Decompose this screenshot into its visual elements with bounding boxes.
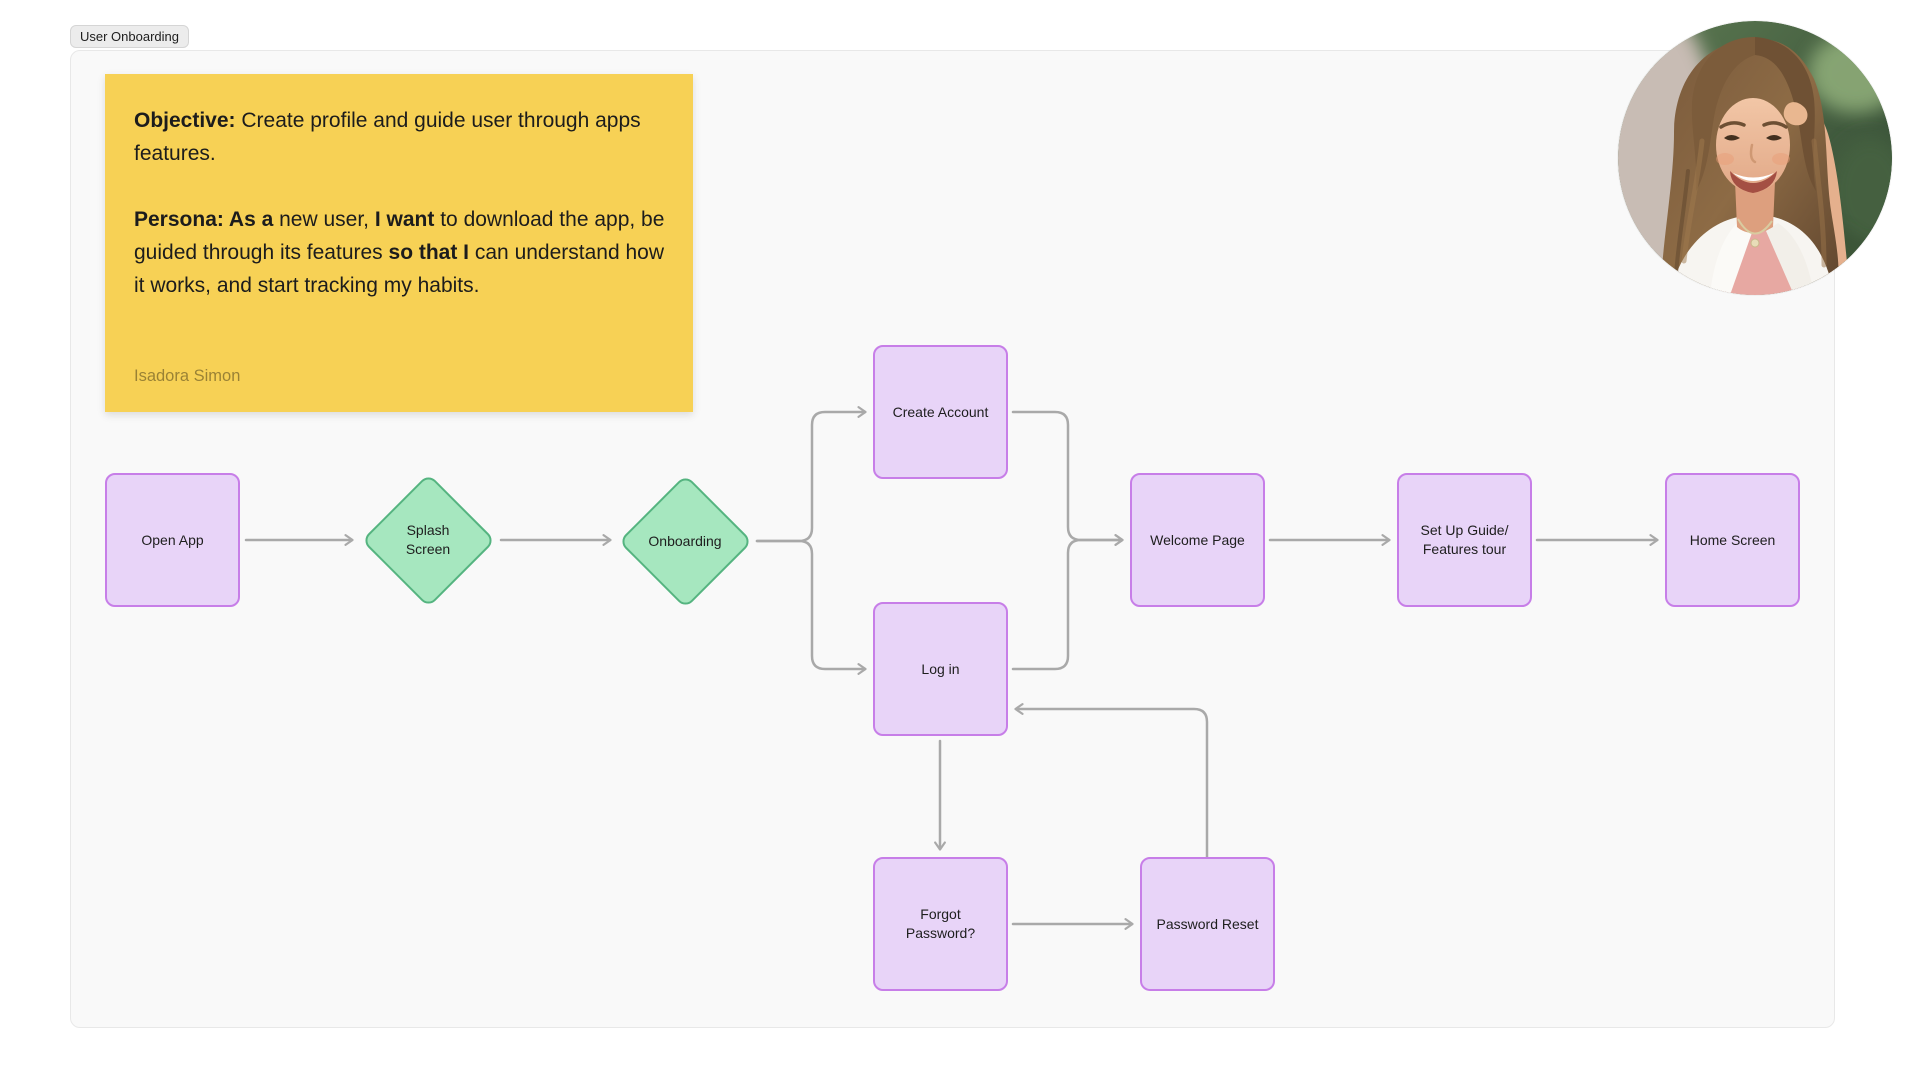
node-forgot-password[interactable]: Forgot Password? [873,857,1008,991]
connector-create-welcome[interactable] [1011,410,1124,546]
node-label: Welcome Page [1150,531,1245,548]
node-label: Password Reset [1156,915,1259,932]
sticky-note[interactable]: Objective: Create profile and guide user… [105,74,693,412]
node-open-app[interactable]: Open App [105,473,240,607]
frame-title-label: User Onboarding [80,29,179,44]
collaborator-avatar[interactable] [1618,21,1892,295]
connector-onboarding-create[interactable] [755,406,867,543]
node-password-reset[interactable]: Password Reset [1140,857,1275,991]
node-home-screen[interactable]: Home Screen [1665,473,1800,607]
node-label: Onboarding [648,532,722,549]
node-label: Forgot Password? [905,906,976,941]
node-label: Set Up Guide/ Features tour [1420,522,1509,557]
frame-title-tab[interactable]: User Onboarding [70,25,189,48]
connector-reset-login[interactable] [1014,703,1209,859]
node-welcome-page[interactable]: Welcome Page [1130,473,1265,607]
node-log-in[interactable]: Log in [873,602,1008,736]
node-label: Home Screen [1689,531,1776,548]
sticky-author-label: Isadora Simon [134,367,241,385]
node-label: Splash Screen [405,522,451,557]
node-onboarding[interactable]: Onboarding [617,473,753,609]
node-label: Open App [141,531,204,548]
connector-login-welcome[interactable] [1011,534,1124,671]
connector-onboarding-login[interactable] [755,539,867,675]
node-set-up-guide[interactable]: Set Up Guide/ Features tour [1397,473,1532,607]
avatar-photo [1618,21,1892,295]
sticky-objective-text: Objective: Create profile and guide user… [134,109,641,165]
node-splash-screen[interactable]: Splash Screen [360,472,496,608]
node-label: Log in [921,660,960,677]
node-label: Create Account [892,403,989,420]
node-create-account[interactable]: Create Account [873,345,1008,479]
sticky-persona-text: Persona: As a new user, I want to downlo… [134,208,665,297]
